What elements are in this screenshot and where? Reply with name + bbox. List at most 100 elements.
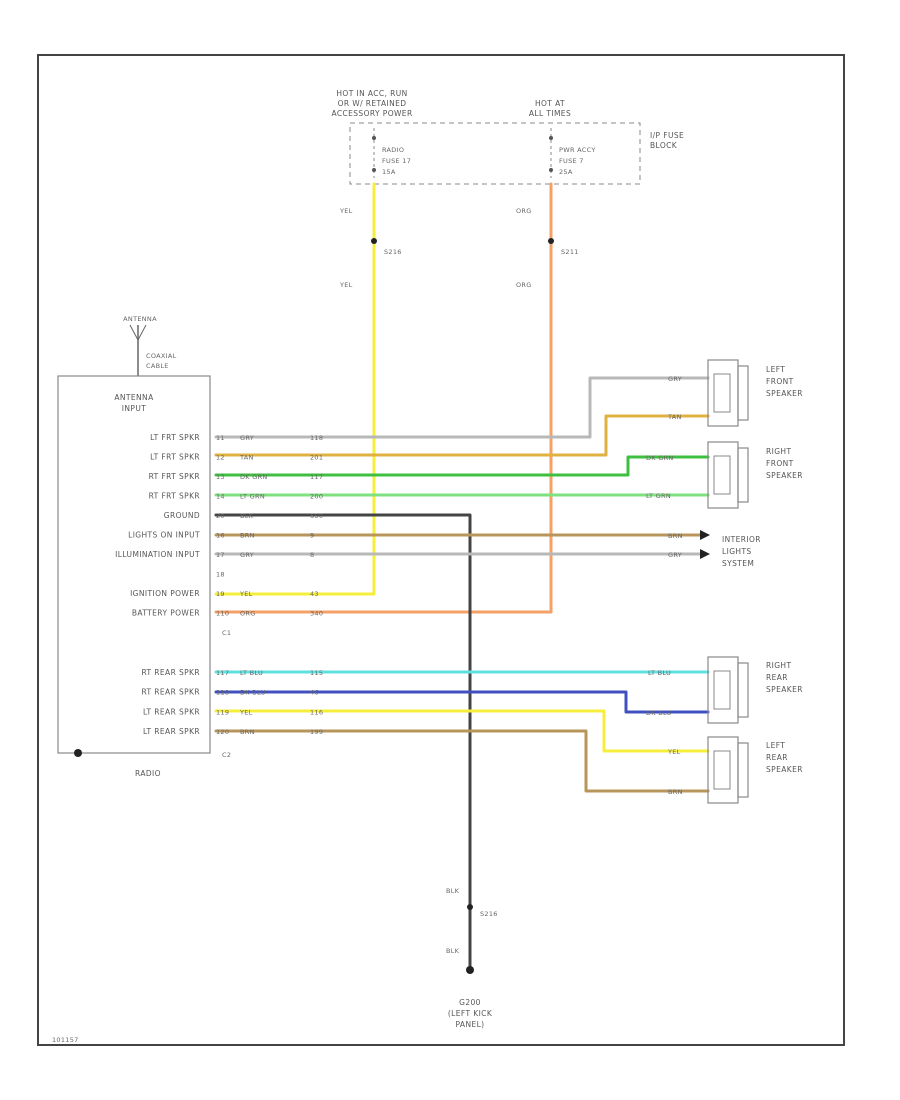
wire-dkgrn-rt-frt: [214, 455, 710, 477]
right-label-ltblu: LT BLU: [648, 669, 671, 677]
ground-wire-label-1: BLK: [446, 887, 460, 895]
right-label-gry: GRY: [668, 375, 682, 383]
rr-speaker-label-3: SPEAKER: [766, 685, 803, 694]
radio-pin-wire-color: BRN: [240, 532, 255, 540]
wire-yel-label-1: YEL: [339, 207, 353, 215]
lr-speaker-label-1: LEFT: [766, 741, 785, 750]
radio-pin-circuit: 116: [310, 708, 323, 716]
radio-pin-circuit: 8: [310, 551, 314, 559]
right-label-yel: YEL: [667, 748, 681, 756]
fuse-17-terminal-lower: [372, 168, 376, 172]
radio-pin-number: 110: [216, 610, 229, 618]
right-label-tan: TAN: [667, 413, 682, 421]
antenna-input-label-2: INPUT: [122, 404, 146, 413]
radio-pin-number: 17: [216, 551, 225, 559]
radio-pin-wire-color: TAN: [239, 454, 254, 462]
radio-pin-label: ILLUMINATION INPUT: [115, 550, 200, 559]
rf-speaker-label-1: RIGHT: [766, 447, 791, 456]
radio-pin-number: 118: [216, 689, 229, 697]
coax-label-1: COAXIAL: [146, 352, 177, 360]
lf-speaker-label-1: LEFT: [766, 365, 785, 374]
ground-location-1: G200: [459, 998, 481, 1007]
wire-black-ground: [214, 513, 472, 972]
radio-pin-circuit: 43: [310, 590, 319, 598]
radio-pin-number: 16: [216, 532, 225, 540]
radio-pin-number: 14: [216, 493, 225, 501]
rf-speaker-label-2: FRONT: [766, 459, 794, 468]
fuse-17-terminal: [372, 136, 376, 140]
antenna-input-label-1: ANTENNA: [114, 393, 154, 402]
wire-orange-battery: [214, 182, 553, 614]
right-label-brn: BRN: [668, 532, 683, 540]
radio-pin-circuit: 46: [310, 689, 319, 697]
rr-speaker-label-1: RIGHT: [766, 661, 791, 670]
hot-always-label-1: HOT AT: [535, 99, 565, 108]
radio-pin-label: LT FRT SPKR: [150, 453, 200, 462]
arrow-lights-on: [700, 530, 710, 540]
radio-pin-circuit: 9: [310, 532, 314, 540]
radio-pin-label: RT FRT SPKR: [149, 492, 200, 501]
radio-pin-number: 12: [216, 454, 225, 462]
radio-pin-label: RT REAR SPKR: [141, 668, 200, 677]
ground-wire-label-2: BLK: [446, 947, 460, 955]
antenna-label: ANTENNA: [123, 315, 157, 323]
left-front-speaker-icon: [707, 359, 749, 427]
radio-pin-circuit: 650: [310, 512, 323, 520]
hot-acc-label-1: HOT IN ACC, RUN: [336, 89, 407, 98]
footer-code: 101157: [52, 1036, 79, 1044]
radio-pin-label: GROUND: [164, 511, 200, 520]
radio-case-ground: [74, 749, 82, 757]
fuse-7-terminal: [549, 136, 553, 140]
right-rear-speaker-icon: [707, 656, 749, 724]
hot-acc-label-3: ACCESSORY POWER: [331, 109, 412, 118]
radio-pin-label: RT FRT SPKR: [149, 472, 200, 481]
radio-name: RADIO: [135, 769, 161, 778]
radio-pin-circuit: 199: [310, 728, 323, 736]
radio-pin-label: LIGHTS ON INPUT: [128, 531, 200, 540]
speakers: [707, 359, 749, 804]
fuse-block-label-2: BLOCK: [650, 141, 678, 150]
right-label-brn2: BRN: [668, 788, 683, 796]
ground-point: [466, 966, 474, 974]
radio-pin-circuit: 118: [310, 434, 323, 442]
connector-c2: C2: [222, 751, 231, 759]
right-label-ltgrn: LT GRN: [646, 492, 671, 500]
interior-lights-label-3: SYSTEM: [722, 559, 754, 568]
radio-pin-circuit: 200: [310, 493, 323, 501]
right-label-dkgrn: DK GRN: [646, 454, 674, 462]
wire-dkblu-rt-rear: [214, 690, 710, 714]
radio-pin-circuit: 201: [310, 454, 323, 462]
wire-brown-lt-rear: [214, 729, 710, 793]
fuse-7-label-3: 25A: [559, 168, 573, 176]
ground-location-2: (LEFT KICK: [448, 1009, 493, 1018]
radio-pin-wire-color: YEL: [239, 708, 253, 716]
splice-s211-label: S211: [561, 248, 579, 256]
radio-pin-label: LT REAR SPKR: [143, 727, 200, 736]
splice-s216-label: S216: [384, 248, 402, 256]
right-label-dkblu: DK BLU: [646, 709, 672, 717]
radio-pin-circuit: 117: [310, 473, 323, 481]
fuse-7-label-1: PWR ACCY: [559, 146, 596, 154]
left-rear-speaker-icon: [707, 736, 749, 804]
ground-location-3: PANEL): [455, 1020, 484, 1029]
radio-pin-number: 119: [216, 708, 229, 716]
radio-pin-wire-color: DK BLU: [240, 689, 266, 697]
radio-pin-circuit: 340: [310, 610, 323, 618]
coax-label-2: CABLE: [146, 362, 169, 370]
antenna-icon: [129, 324, 147, 342]
radio-pin-label: BATTERY POWER: [132, 609, 200, 618]
radio-pin-wire-color: BRN: [240, 728, 255, 736]
arrow-illumination: [700, 549, 710, 559]
right-label-gry2: GRY: [668, 551, 682, 559]
wire-yellow-ignition: [214, 182, 376, 596]
fuse-block-label-1: I/P FUSE: [650, 131, 684, 140]
interior-lights-label-2: LIGHTS: [722, 547, 752, 556]
splice-s216-dot: [371, 238, 377, 244]
lr-speaker-label-2: REAR: [766, 753, 788, 762]
interior-lights-label-1: INTERIOR: [722, 535, 761, 544]
fuse-17-label-1: RADIO: [382, 146, 404, 154]
lf-speaker-label-3: SPEAKER: [766, 389, 803, 398]
radio-pin-label: LT REAR SPKR: [143, 707, 200, 716]
